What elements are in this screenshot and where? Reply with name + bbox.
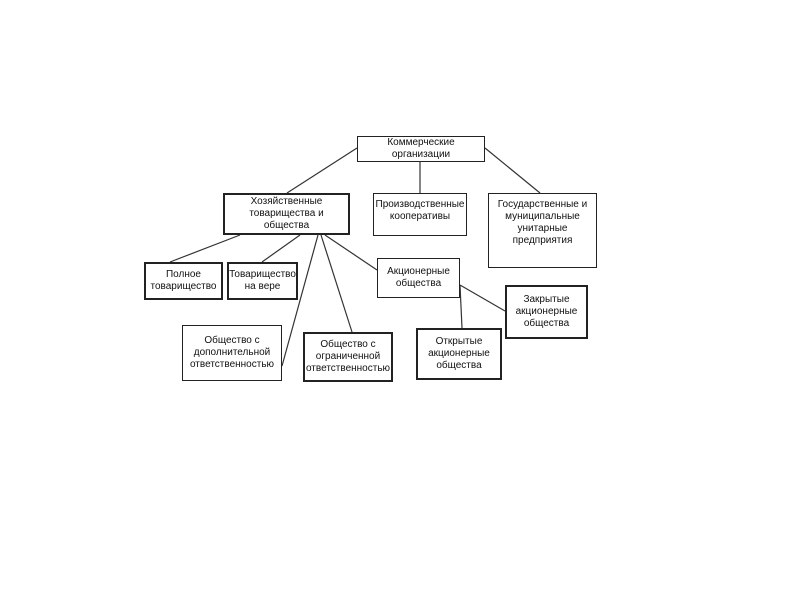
connector-economic-limited: [320, 234, 353, 333]
node-limited-liability: Общество с ограниченной ответственностью: [303, 332, 393, 382]
connector-root-state: [484, 147, 541, 194]
node-economic-partnerships: Хозяйственные товарищества и общества: [223, 193, 350, 235]
node-additional-liability: Общество с дополнительной ответственност…: [182, 325, 282, 381]
node-joint-stock-companies: Акционерные общества: [377, 258, 460, 298]
node-full-partnership: Полное товарищество: [144, 262, 223, 300]
node-closed-joint-stock: Закрытые акционерные общества: [505, 285, 588, 339]
connector-economic-additional: [281, 234, 319, 367]
connector-economic-faith: [261, 234, 301, 263]
node-commercial-organizations: Коммерческие организации: [357, 136, 485, 162]
node-open-joint-stock: Открытые акционерные общества: [416, 328, 502, 380]
connector-jointstock-closed: [459, 284, 506, 312]
node-production-cooperatives: Производственные кооперативы: [373, 193, 467, 236]
connector-root-economic: [286, 147, 358, 194]
node-limited-partnership: Товарищество на вере: [227, 262, 298, 300]
connector-economic-jointstock: [324, 234, 378, 271]
node-state-enterprises: Государственные и муниципальные унитарны…: [488, 193, 597, 268]
connector-economic-full: [169, 234, 241, 263]
connector-jointstock-open: [459, 284, 463, 329]
